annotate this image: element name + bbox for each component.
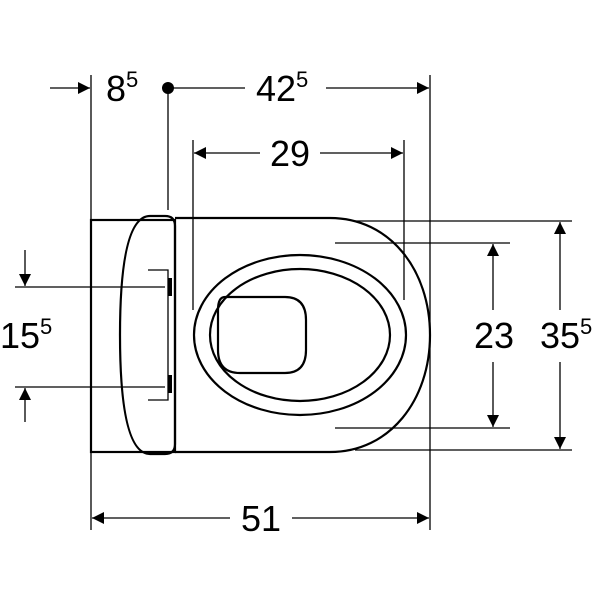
- seat-inner: [208, 267, 392, 403]
- dim-23: 23: [474, 244, 514, 427]
- dim-51: 51: [92, 498, 429, 539]
- dim-29: 29: [194, 133, 403, 174]
- svg-text:155: 155: [0, 314, 52, 356]
- dim-42-5: 425: [162, 67, 429, 109]
- svg-text:29: 29: [270, 133, 310, 174]
- extension-lines: [15, 75, 572, 530]
- dim-15-5: 155: [0, 250, 52, 422]
- dim-35-5: 355: [540, 222, 592, 449]
- seat-hinge-plate: [118, 214, 177, 456]
- fixing-bracket: [148, 269, 169, 401]
- wc-outline: [89, 214, 432, 456]
- svg-text:85: 85: [106, 67, 138, 109]
- svg-text:355: 355: [540, 314, 592, 356]
- seat-outer: [192, 253, 408, 417]
- svg-text:425: 425: [256, 67, 308, 109]
- cistern-plate: [89, 218, 177, 454]
- bowl-outline: [175, 216, 432, 454]
- bowl-opening: [216, 295, 308, 375]
- svg-text:51: 51: [241, 498, 281, 539]
- svg-text:23: 23: [474, 315, 514, 356]
- dim-8-5: 85: [50, 67, 138, 109]
